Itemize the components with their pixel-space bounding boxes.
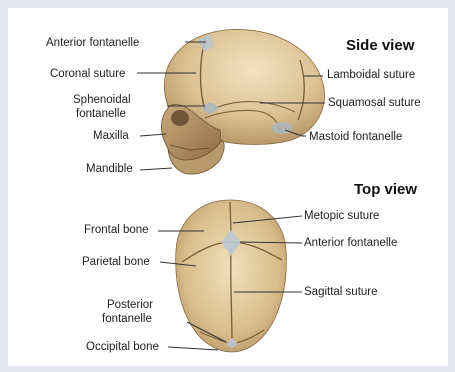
label-parietal-bone: Parietal bone: [82, 256, 150, 269]
label-mandible: Mandible: [86, 163, 133, 176]
label-squamosal-suture: Squamosal suture: [328, 97, 421, 110]
label-posterior-fontanelle-1: Posterior: [107, 299, 153, 312]
label-maxilla: Maxilla: [93, 130, 129, 143]
label-anterior-fontanelle-side: Anterior fontanelle: [46, 37, 139, 50]
label-posterior-fontanelle-2: fontanelle: [102, 313, 152, 326]
label-mastoid-fontanelle: Mastoid fontanelle: [309, 131, 402, 144]
label-lamboidal-suture: Lamboidal suture: [327, 69, 415, 82]
label-sphenoidal-fontanelle-2: fontanelle: [76, 108, 126, 121]
label-coronal-suture: Coronal suture: [50, 68, 125, 81]
side-view-title: Side view: [346, 37, 414, 54]
side-orbit: [171, 110, 189, 126]
side-view-skull: [161, 29, 324, 174]
label-metopic-suture: Metopic suture: [304, 210, 379, 223]
side-mastoid-fontanelle: [272, 122, 292, 134]
label-frontal-bone: Frontal bone: [84, 224, 149, 237]
side-sphenoidal-fontanelle: [202, 103, 218, 113]
label-anterior-fontanelle-top: Anterior fontanelle: [304, 237, 397, 250]
label-sphenoidal-fontanelle-1: Sphenoidal: [73, 94, 131, 107]
label-sagittal-suture: Sagittal suture: [304, 286, 378, 299]
top-view-skull: [176, 200, 287, 352]
top-view-title: Top view: [354, 181, 417, 198]
label-occipital-bone: Occipital bone: [86, 341, 159, 354]
